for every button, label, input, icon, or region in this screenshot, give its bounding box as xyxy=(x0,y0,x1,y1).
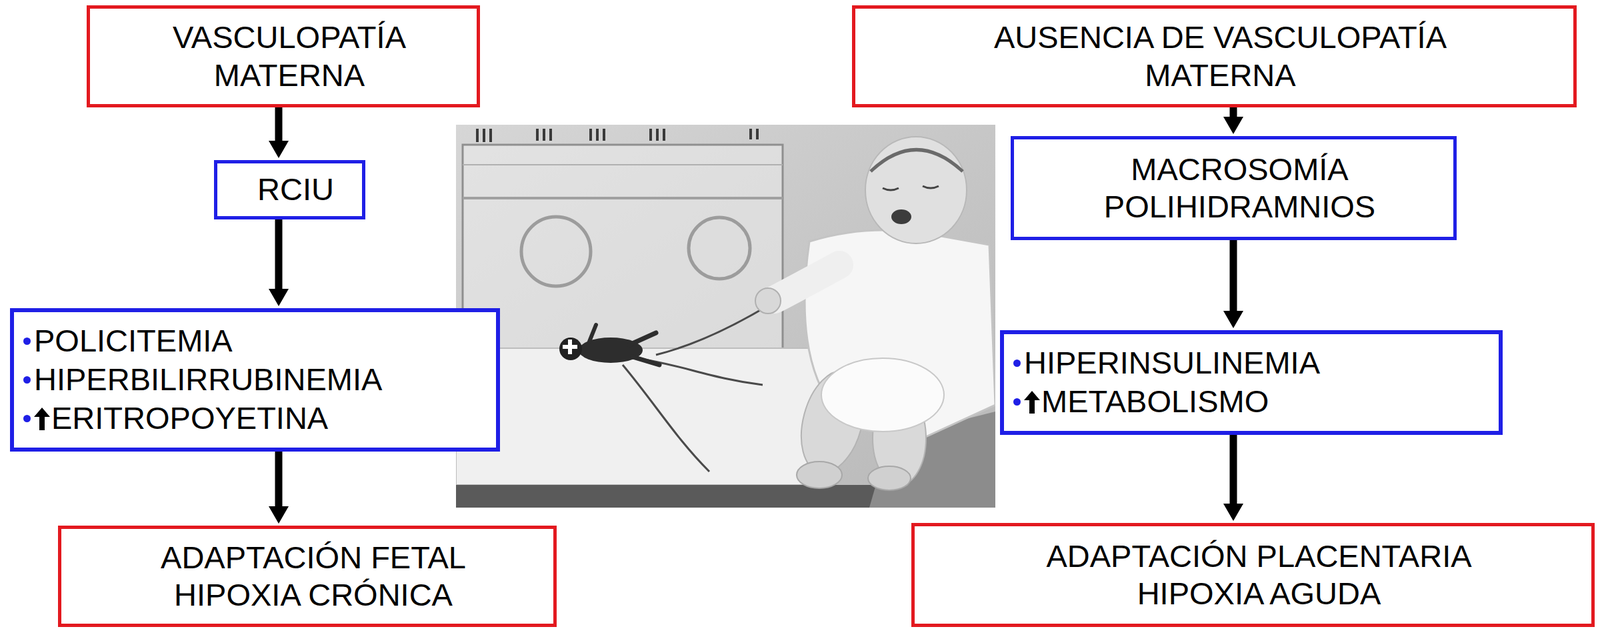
list-item: HIPERINSULINEMIA xyxy=(1013,344,1320,383)
flow-arrow xyxy=(275,219,283,289)
process-box: ADAPTACIÓN PLACENTARIA HIPOXIA AGUDA xyxy=(911,522,1595,627)
bullet-dot xyxy=(1013,359,1021,367)
list-text: ERITROPOYETINA xyxy=(51,399,328,437)
flow-arrow xyxy=(1230,434,1238,504)
incubator-frame xyxy=(462,164,783,166)
list-text: METABOLISMO xyxy=(1041,382,1269,420)
incubator-mattress xyxy=(456,348,836,485)
flow-arrow xyxy=(1230,107,1238,117)
incubator-frame xyxy=(462,196,783,200)
photo-ground xyxy=(456,124,996,508)
flow-arrow xyxy=(275,107,283,141)
list-item: METABOLISMO xyxy=(1013,382,1320,422)
box-content: RCIU xyxy=(257,170,334,208)
box-content: MACROSOMÍA POLIHIDRAMNIOS xyxy=(1053,150,1427,226)
list-item: ERITROPOYETINA xyxy=(23,399,382,438)
process-box: VASCULOPATÍA MATERNA xyxy=(86,5,480,108)
box-label: ADAPTACIÓN PLACENTARIA HIPOXIA AGUDA xyxy=(999,537,1520,613)
bullet-dot xyxy=(1013,398,1021,406)
increase-arrow xyxy=(34,407,50,430)
box-content: VASCULOPATÍA MATERNA xyxy=(139,18,440,94)
list-item: HIPERBILIRRUBINEMIA xyxy=(23,360,382,400)
bullet-dot xyxy=(23,376,31,384)
box-label: AUSENCIA DE VASCULOPATÍA MATERNA xyxy=(934,18,1508,94)
increase-arrow-shape xyxy=(34,407,50,430)
increase-arrow xyxy=(1024,390,1040,414)
box-content: HIPERINSULINEMIAMETABOLISMO xyxy=(1013,344,1320,422)
incubator-ticks xyxy=(476,128,759,142)
list-text: HIPERINSULINEMIA xyxy=(1024,344,1320,382)
tubes xyxy=(622,304,770,472)
list-text: HIPERBILIRRUBINEMIA xyxy=(34,360,382,398)
list-item: POLICITEMIA xyxy=(23,322,382,361)
process-box: ADAPTACIÓN FETAL HIPOXIA CRÓNICA xyxy=(58,525,557,627)
incubator-hood xyxy=(462,144,783,352)
box-label: MACROSOMÍA POLIHIDRAMNIOS xyxy=(1053,150,1427,226)
box-content: AUSENCIA DE VASCULOPATÍA MATERNA xyxy=(934,18,1508,94)
box-content: ADAPTACIÓN PLACENTARIA HIPOXIA AGUDA xyxy=(999,537,1520,613)
box-content: ADAPTACIÓN FETAL HIPOXIA CRÓNICA xyxy=(120,538,507,614)
box-label: ADAPTACIÓN FETAL HIPOXIA CRÓNICA xyxy=(120,538,507,614)
list-box: POLICITEMIAHIPERBILIRRUBINEMIAERITROPOYE… xyxy=(10,308,500,452)
increase-arrow-shape xyxy=(1024,390,1040,414)
box-label: VASCULOPATÍA MATERNA xyxy=(139,18,440,94)
process-box: MACROSOMÍA POLIHIDRAMNIOS xyxy=(1010,136,1457,240)
process-box: RCIU xyxy=(214,160,366,220)
incubator-port xyxy=(688,217,750,279)
incubator-port xyxy=(521,216,591,286)
list-text: POLICITEMIA xyxy=(34,322,233,360)
flow-arrow xyxy=(1230,240,1238,311)
bullet-dot xyxy=(23,337,31,345)
incubator-photo xyxy=(456,124,996,508)
box-content: POLICITEMIAHIPERBILIRRUBINEMIAERITROPOYE… xyxy=(23,322,382,438)
bullet-dot xyxy=(23,414,31,422)
box-label: RCIU xyxy=(257,170,334,208)
process-box: AUSENCIA DE VASCULOPATÍA MATERNA xyxy=(852,5,1577,108)
large-baby xyxy=(755,136,996,490)
premature-baby xyxy=(559,324,660,365)
list-box: HIPERINSULINEMIAMETABOLISMO xyxy=(1000,330,1503,435)
flow-arrow xyxy=(275,451,283,506)
